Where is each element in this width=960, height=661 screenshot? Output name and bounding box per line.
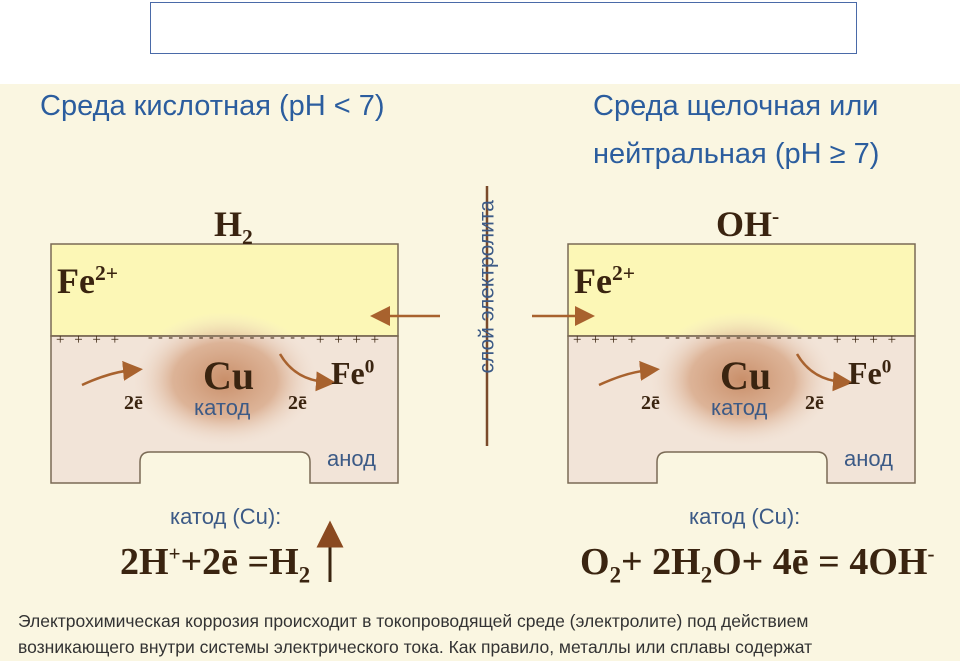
right-cathode-zone (647, 312, 837, 448)
left-anode-label: анод (327, 446, 376, 471)
left-cathode-metal: Cu (203, 353, 255, 398)
left-caption: катод (Cu): (170, 504, 282, 529)
right-anode-metal: Fe0 (848, 355, 892, 391)
left-cell (50, 243, 399, 484)
left-electrons-right: 2ē (288, 392, 307, 414)
right-electrons-left: 2ē (641, 392, 660, 414)
right-equation: O2+ 2H2O+ 4ē = 4OH- (580, 541, 935, 588)
left-cathode-zone (130, 312, 320, 448)
left-electrons-left: 2ē (124, 392, 143, 414)
right-anode-label: анод (844, 446, 893, 471)
left-anode-metal: Fe0 (331, 355, 375, 391)
electrolyte-layer-label: слой электролита (475, 200, 499, 374)
right-heading-line1: Среда щелочная или (593, 90, 879, 122)
left-plus-signs-2: + + + + (316, 332, 383, 348)
right-plus-signs: + + + + (573, 332, 640, 348)
right-cathode-metal: Cu (720, 353, 772, 398)
left-minus-signs: - - - - - - - - - - - - - - - - - - - - (148, 330, 308, 345)
title-box (150, 2, 857, 54)
left-gas-label: H2 (214, 204, 253, 250)
right-electrons-right: 2ē (805, 392, 824, 414)
footer-text: Электрохимическая коррозия происходит в … (18, 608, 948, 660)
right-plus-signs-2: + + + + (833, 332, 900, 348)
right-minus-signs: - - - - - - - - - - - - - - - - - - - - (665, 330, 825, 345)
right-caption: катод (Cu): (689, 504, 801, 529)
left-electron-arrow-1 (81, 360, 143, 387)
left-ion-label: Fe2+ (57, 261, 119, 301)
right-cathode-label: катод (711, 395, 768, 420)
left-cathode-label: катод (194, 395, 251, 420)
footer-line-2: возникающего внутри системы электрическо… (18, 637, 813, 657)
right-cell (567, 243, 916, 484)
left-plus-signs: + + + + (56, 332, 123, 348)
left-heading: Среда кислотная (pH < 7) (40, 90, 385, 122)
right-electron-arrow-2 (795, 353, 853, 392)
footer-line-1: Электрохимическая коррозия происходит в … (18, 611, 809, 631)
right-heading-line2: нейтральная (pH ≥ 7) (593, 138, 880, 170)
right-electron-arrow-1 (598, 360, 660, 387)
left-electron-arrow-2 (278, 353, 336, 392)
left-equation: 2H++2ē =H2 (120, 541, 311, 588)
right-ion-label: Fe2+ (574, 261, 636, 301)
right-gas-label: OH- (716, 204, 780, 244)
